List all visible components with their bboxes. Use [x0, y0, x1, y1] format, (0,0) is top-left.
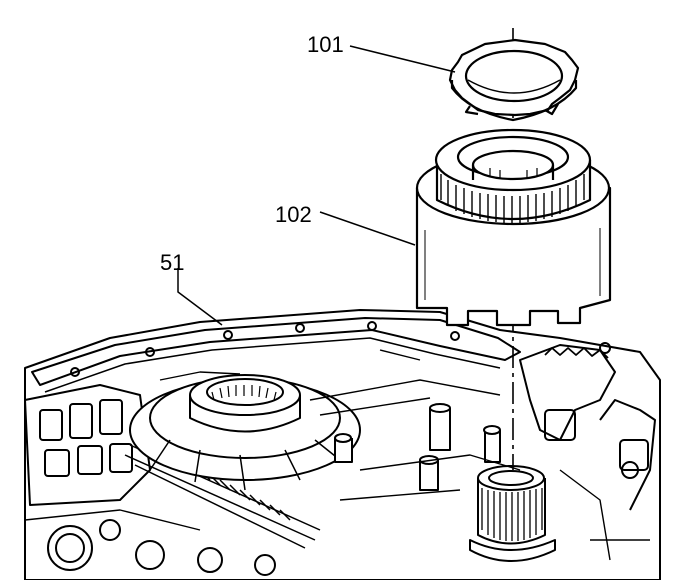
case-bore-inner	[55, 533, 85, 563]
drum-inner-wall	[471, 165, 555, 180]
bolt-hole	[70, 367, 80, 377]
callout-label-51: 51	[160, 250, 184, 275]
transmission-case-assembly	[24, 309, 661, 581]
small-post	[483, 425, 501, 463]
stator-arms	[149, 439, 341, 491]
case-bore	[197, 547, 223, 573]
retaining-ring-101	[448, 38, 580, 122]
shift-rod	[599, 399, 656, 511]
callout-label-102: 102	[275, 202, 312, 227]
input-shaft	[469, 465, 556, 562]
ring-inner-hole	[464, 49, 564, 103]
clutch-housing-102	[415, 128, 612, 327]
case-bore	[99, 519, 121, 541]
drum-body	[415, 186, 612, 327]
bolt-hole	[295, 323, 305, 333]
bolt-hole	[367, 321, 377, 331]
drum-body-shading	[424, 228, 601, 300]
leader-51	[177, 268, 223, 326]
bolt-hole	[223, 330, 233, 340]
drum-inner-bore-deep	[471, 149, 555, 181]
small-post	[419, 455, 439, 491]
small-post	[429, 403, 451, 451]
ring-inner-edge	[467, 79, 561, 94]
leader-102	[319, 211, 416, 246]
bolt-hole	[145, 347, 155, 357]
valve-pocket	[544, 409, 576, 441]
case-bore	[47, 525, 93, 571]
ring-thickness	[450, 80, 578, 122]
ring-tab	[544, 103, 559, 116]
bracket-plate	[519, 344, 616, 441]
valve-pocket	[99, 399, 123, 435]
hub-spline-teeth	[440, 174, 585, 223]
ring-tab	[464, 105, 479, 116]
small-post	[334, 433, 353, 463]
toothed-lever	[544, 347, 609, 359]
case-bore	[254, 554, 276, 576]
valve-pocket	[39, 409, 63, 441]
bolt-hole	[450, 331, 460, 341]
callout-leaders	[177, 45, 456, 326]
gasket-inner-edge	[44, 337, 501, 393]
hub-splines	[211, 385, 277, 401]
valve-pocket	[77, 445, 103, 475]
valve-pocket	[619, 439, 649, 471]
case-bore	[135, 540, 165, 570]
leader-101	[349, 45, 456, 73]
bore-detail	[489, 168, 538, 178]
pump-hub-bore	[206, 378, 284, 406]
valve-pocket	[69, 403, 93, 439]
lever-pivot	[599, 342, 611, 354]
valve-pocket	[44, 449, 70, 477]
callout-label-101: 101	[307, 32, 344, 57]
case-web-lines	[24, 349, 650, 561]
